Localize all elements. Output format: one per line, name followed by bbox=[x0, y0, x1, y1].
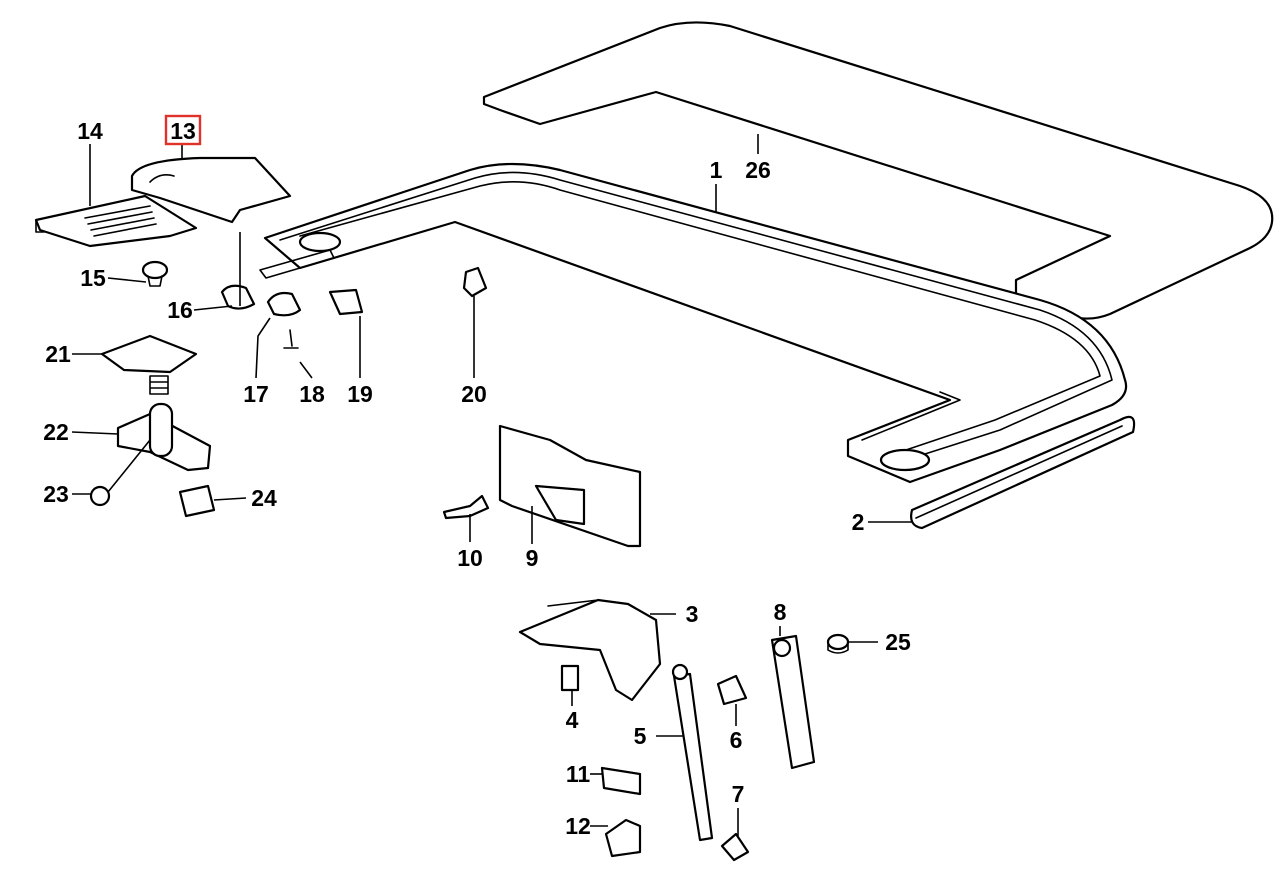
highlight-box-13 bbox=[164, 114, 202, 146]
part-2-seal bbox=[910, 415, 1136, 530]
part-1-frame bbox=[259, 162, 1128, 484]
callout-2: 2 bbox=[852, 509, 865, 535]
callout-23: 23 bbox=[43, 481, 69, 507]
leader-17 bbox=[255, 317, 271, 379]
part-18-screw bbox=[283, 329, 299, 349]
part-19-clip bbox=[328, 288, 364, 316]
part-14-bracket bbox=[34, 194, 198, 248]
callouts: 1 2 3 4 5 6 7 8 9 10 11 12 13 14 15 16 1… bbox=[43, 114, 911, 839]
callout-10: 10 bbox=[457, 545, 483, 571]
leader-18 bbox=[299, 361, 313, 379]
part-12-bracket bbox=[604, 818, 642, 858]
part-21-latch bbox=[100, 334, 198, 395]
callout-16: 16 bbox=[167, 297, 193, 323]
part-20-push-clip bbox=[462, 266, 488, 298]
callout-24: 24 bbox=[251, 485, 277, 511]
callout-19: 19 bbox=[347, 381, 373, 407]
callout-9: 9 bbox=[526, 545, 539, 571]
part-4-bolt bbox=[560, 664, 580, 692]
leader-22 bbox=[71, 431, 119, 435]
callout-20: 20 bbox=[461, 381, 487, 407]
part-22-hinge bbox=[116, 402, 212, 472]
part-5-gas-strut bbox=[671, 663, 714, 842]
part-9-plate bbox=[498, 424, 642, 548]
callout-25: 25 bbox=[885, 629, 911, 655]
callout-21: 21 bbox=[45, 341, 71, 367]
callout-13: 13 bbox=[170, 118, 196, 144]
callout-18: 18 bbox=[299, 381, 325, 407]
part-8-gas-strut bbox=[770, 634, 816, 770]
part-11-trim bbox=[600, 766, 642, 796]
callout-15: 15 bbox=[80, 265, 106, 291]
leader-15 bbox=[107, 277, 147, 283]
part-17-nut bbox=[266, 291, 302, 317]
callout-22: 22 bbox=[43, 419, 69, 445]
callout-7: 7 bbox=[732, 781, 745, 807]
callout-17: 17 bbox=[243, 381, 269, 407]
part-10-pin bbox=[442, 494, 490, 520]
callout-6: 6 bbox=[730, 727, 743, 753]
callout-12: 12 bbox=[565, 813, 591, 839]
part-25-spacer bbox=[826, 633, 850, 654]
part-13-cover-cap bbox=[130, 156, 292, 224]
part-23-screw bbox=[89, 439, 151, 507]
callout-1: 1 bbox=[710, 157, 723, 183]
callout-4: 4 bbox=[566, 707, 579, 733]
callout-8: 8 bbox=[774, 599, 787, 625]
leader-16 bbox=[193, 232, 241, 311]
part-15-clip bbox=[141, 260, 169, 287]
callout-26: 26 bbox=[745, 157, 771, 183]
part-24-clip bbox=[178, 484, 216, 518]
part-3-hinge-mechanism bbox=[518, 598, 662, 702]
callout-11: 11 bbox=[566, 761, 591, 787]
callout-14: 14 bbox=[77, 118, 103, 144]
part-16-grommet bbox=[220, 284, 256, 310]
part-6-bushing bbox=[716, 674, 748, 706]
callout-5: 5 bbox=[634, 723, 647, 749]
leader-24 bbox=[213, 497, 247, 501]
part-7-clip bbox=[720, 832, 750, 862]
callout-3: 3 bbox=[686, 601, 699, 627]
leader-lines bbox=[71, 134, 912, 836]
